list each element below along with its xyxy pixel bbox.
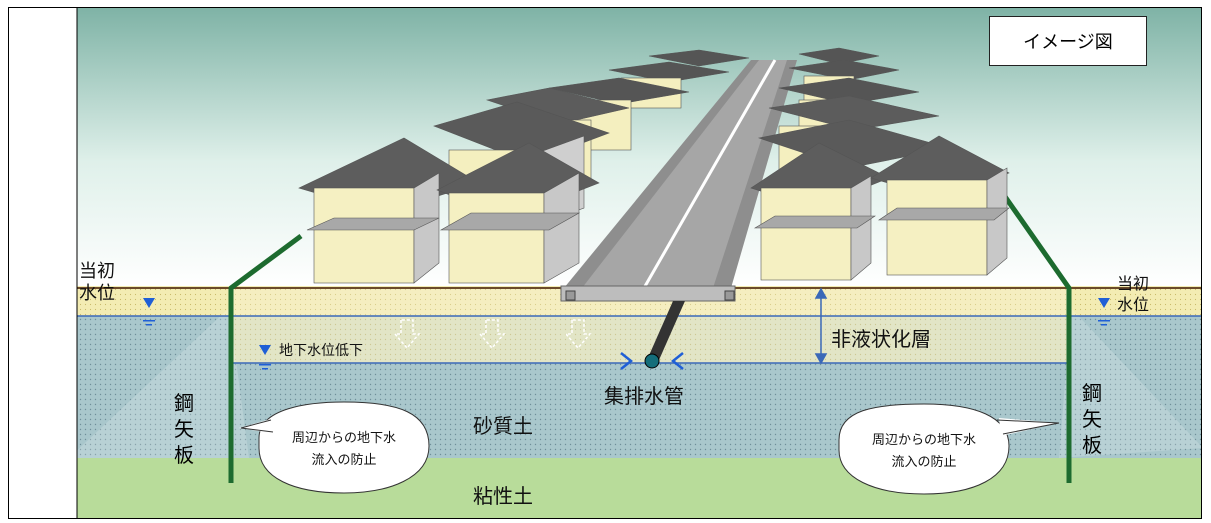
sheet-pile-label-right: 鋼 矢 板 [1080,380,1104,458]
sheet-pile-label-right-2: 矢 [1082,407,1102,431]
sheet-pile-label-left: 鋼 矢 板 [172,390,196,468]
initial-water-label-left-2: 水位 [79,283,115,304]
bubble-right-line-1: 周辺からの地下水 [871,433,976,448]
sheet-pile-label-left-1: 鋼 [174,391,194,415]
drain-arrows [393,319,592,350]
diagram-frame: イメージ図 当初 水位 当初 水位 地下水位低下 非液状化層 集排水管 砂質土 … [8,7,1202,519]
bubble-text-left: 周辺からの地下水 流入の防止 [264,428,424,472]
water-table-lowering-label: 地下水位低下 [279,343,363,359]
initial-water-label-left-1: 当初 [79,261,115,282]
drain-pipe [644,353,660,369]
initial-water-label-right-2: 水位 [1117,295,1150,314]
bubble-left-line-1: 周辺からの地下水 [291,431,396,446]
initial-water-label-right-1: 当初 [1117,274,1150,293]
bubble-text-right: 周辺からの地下水 流入の防止 [844,430,1004,474]
sheet-pile-label-right-1: 鋼 [1082,381,1102,405]
bubble-left-line-2: 流入の防止 [311,453,377,468]
speech-bubbles [239,401,1060,495]
drain-pipe-shaft [647,301,685,360]
drain-pipe-label: 集排水管 [604,384,684,408]
sheet-piles [228,186,1072,483]
clay-soil-layer [77,458,1201,518]
title-box: イメージ図 [989,16,1147,66]
clay-soil-label: 粘性土 [473,484,533,508]
depth-arrow [814,287,828,365]
sheet-pile-label-right-3: 板 [1082,433,1102,457]
sheet-pile-label-left-2: 矢 [174,417,194,441]
water-symbols [143,298,1110,370]
cross-section-illustration [69,8,1201,518]
houses-right [750,47,1010,281]
bubble-right-line-2: 流入の防止 [891,455,957,470]
non-liquefaction-layer-label: 非液状化層 [831,327,931,351]
houses-left [298,49,750,284]
sheet-pile-label-left-3: 板 [174,443,194,467]
sandy-soil-label: 砂質土 [473,414,533,438]
